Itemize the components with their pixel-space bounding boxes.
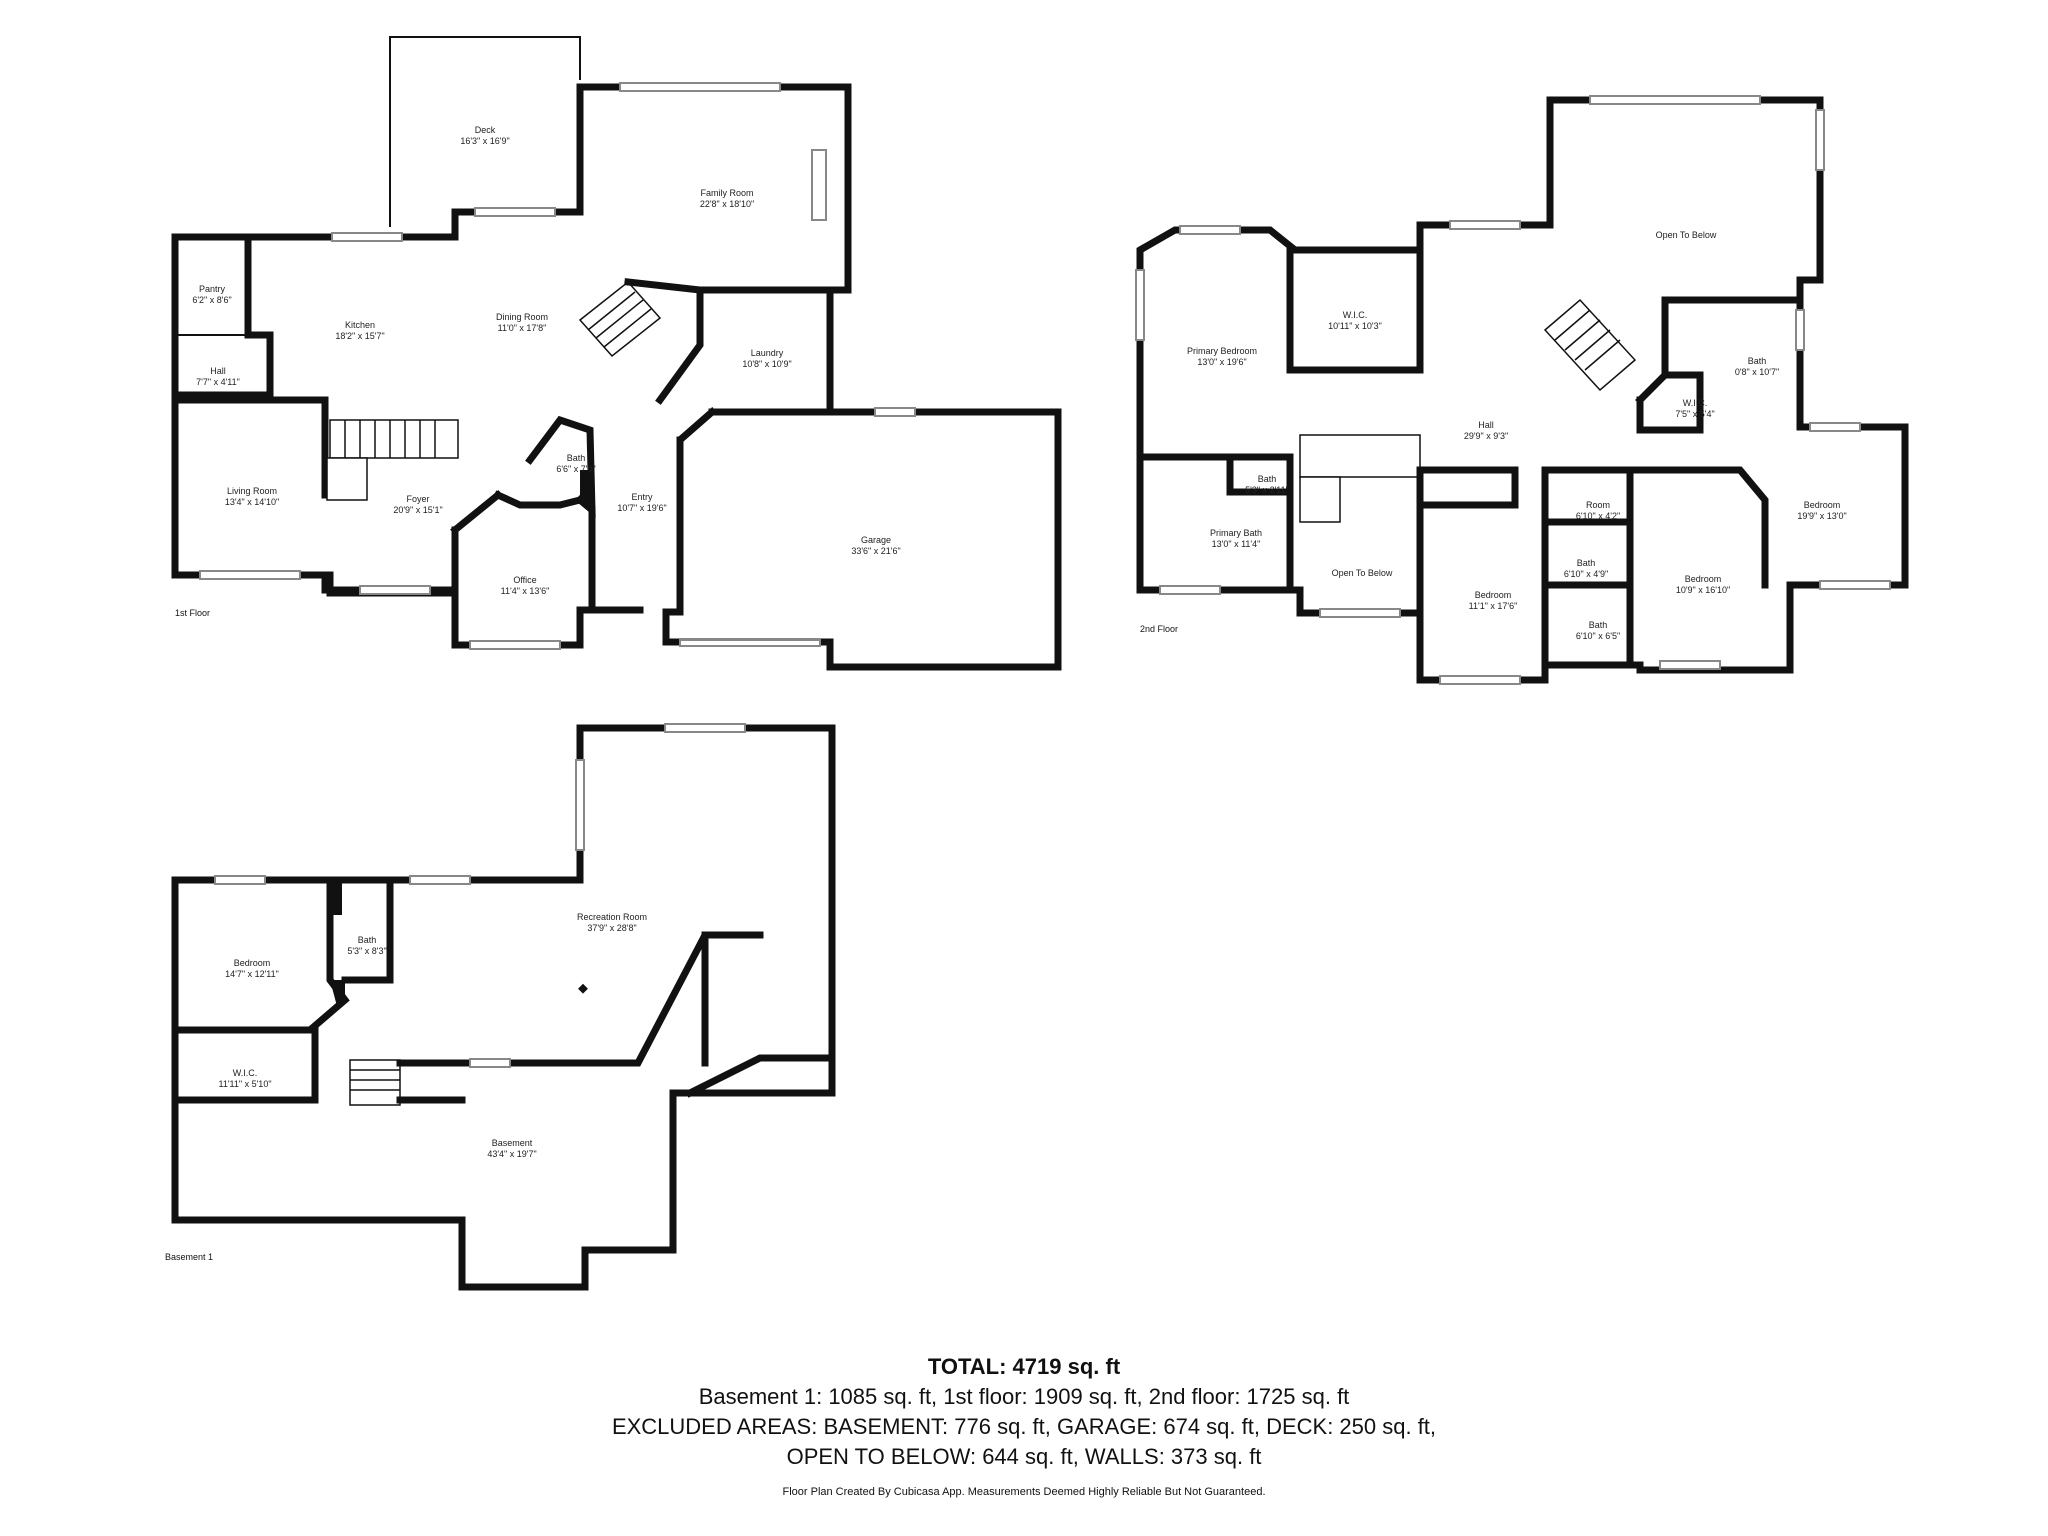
second-floor-label: 2nd Floor	[1140, 624, 1179, 634]
excluded-areas: EXCLUDED AREAS: BASEMENT: 776 sq. ft, GA…	[611, 1414, 1437, 1439]
disclaimer: Floor Plan Created By Cubicasa App. Meas…	[782, 1486, 1266, 1498]
basement-floor-label: Basement 1	[165, 1252, 214, 1262]
total-area: TOTAL: 4719 sq. ft	[927, 1354, 1121, 1379]
first-floor-plan	[171, 36, 1062, 671]
floor-areas: Basement 1: 1085 sq. ft, 1st floor: 1909…	[698, 1384, 1350, 1409]
first-floor-label: 1st Floor	[175, 608, 211, 618]
excluded-areas-cont: OPEN TO BELOW: 644 sq. ft, WALLS: 373 sq…	[786, 1444, 1262, 1469]
area-summary: TOTAL: 4719 sq. ft Basement 1: 1085 sq. …	[0, 1352, 2048, 1498]
second-floor-plan	[1135, 95, 1909, 685]
basement-plan	[171, 723, 836, 1291]
